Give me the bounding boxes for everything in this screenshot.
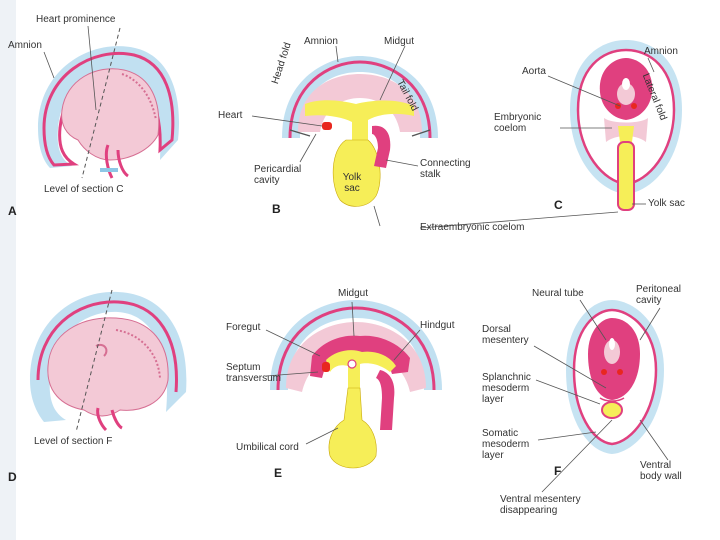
panel-c-drawing (570, 40, 682, 211)
label-umbilical-cord: Umbilical cord (236, 442, 299, 453)
panel-label-d: D (8, 470, 17, 484)
label-foregut: Foregut (226, 322, 261, 333)
panel-f-drawing (566, 300, 664, 454)
label-c-aorta: Aorta (522, 66, 546, 77)
label-pericardial-cavity: Pericardial cavity (254, 164, 302, 186)
panel-a-drawing (38, 46, 180, 179)
label-splanchnic-mesoderm-layer: Splanchnic mesoderm layer (482, 372, 531, 405)
panel-label-c: C (554, 198, 563, 212)
label-ventral-mesentery-disappearing: Ventral mesentery disappearing (500, 494, 581, 516)
label-connecting-stalk: Connecting stalk (420, 158, 471, 180)
label-neural-tube: Neural tube (532, 288, 584, 299)
label-b-yolk-sac: Yolk sac (342, 172, 362, 194)
label-a-amnion: Amnion (8, 40, 42, 51)
label-level-of-section-f: Level of section F (34, 436, 113, 447)
label-c-yolk-sac: Yolk sac (648, 198, 685, 209)
a-section-line (81, 27, 121, 179)
label-level-of-section-c: Level of section C (44, 184, 124, 195)
panel-label-b: B (272, 202, 281, 216)
label-ventral-body-wall: Ventral body wall (640, 460, 682, 482)
label-somatic-mesoderm-layer: Somatic mesoderm layer (482, 428, 530, 461)
label-e-midgut: Midgut (338, 288, 369, 299)
d-section-line (75, 289, 113, 433)
panel-b-drawing (282, 56, 438, 207)
label-b-heart: Heart (218, 110, 243, 121)
label-c-amnion: Amnion (644, 46, 678, 57)
label-peritoneal-cavity: Peritoneal cavity (636, 284, 682, 306)
panel-label-a: A (8, 204, 17, 218)
panel-label-e: E (274, 466, 283, 480)
panel-d-drawing (30, 291, 187, 432)
label-b-amnion: Amnion (304, 36, 338, 47)
label-heart-prominence: Heart prominence (36, 14, 116, 25)
panel-e-drawing (270, 300, 442, 469)
label-septum-transversum: Septum transversum (226, 362, 282, 384)
label-hindgut: Hindgut (420, 320, 455, 331)
label-extraembryonic-coelom: Extraembryonic coelom (420, 222, 525, 233)
panel-label-f: F (554, 464, 562, 478)
label-dorsal-mesentery: Dorsal mesentery (482, 324, 529, 346)
label-b-midgut: Midgut (384, 36, 415, 47)
label-embryonic-coelom: Embryonic coelom (494, 112, 542, 134)
